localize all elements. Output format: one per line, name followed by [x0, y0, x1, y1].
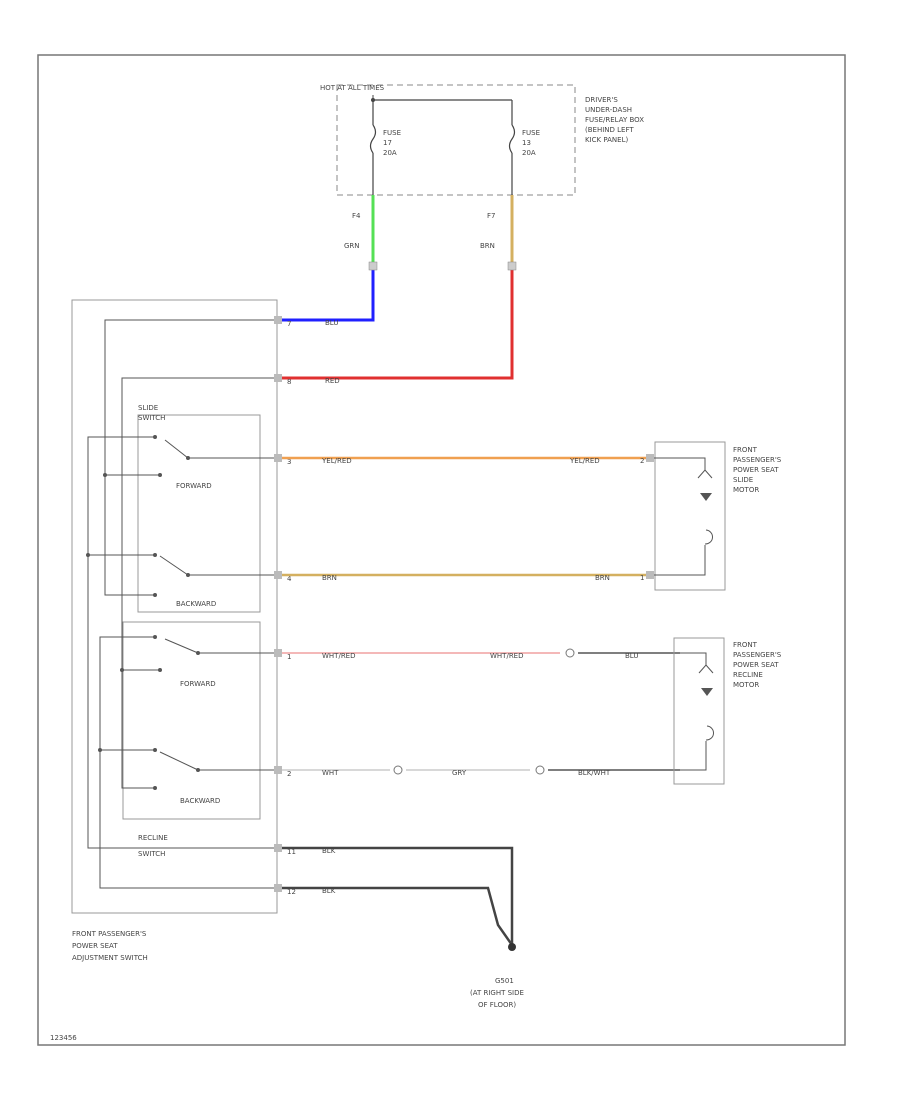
switch-pin-8 — [274, 374, 282, 382]
fuse1-line2: 17 — [383, 139, 392, 147]
fuse-17-symbol — [369, 124, 377, 154]
fuse1-line3: 20A — [383, 149, 397, 157]
fuse2-line1: FUSE — [522, 129, 540, 137]
switch-pin-4 — [274, 571, 282, 579]
wire-red-label: RED — [325, 377, 340, 385]
wire-grn-label: GRN — [344, 242, 360, 250]
slide-motor-box — [654, 441, 726, 591]
diagram-frame — [37, 54, 846, 1046]
switch-pin-7 — [274, 316, 282, 324]
adjustment-switch: FORWARD BACKWARD FORWARD BACKWARD SLIDE … — [71, 299, 296, 962]
recline-motor-label-1: FRONT — [733, 641, 758, 649]
slide-motor-label-2: PASSENGER'S — [733, 456, 782, 464]
connector-gry — [535, 765, 545, 775]
recline-switch-label-2: SWITCH — [138, 850, 165, 858]
fuse-box-desc-5: KICK PANEL) — [585, 136, 628, 144]
wire-blk-ground-2 — [282, 886, 514, 946]
recline-switch-box — [122, 621, 261, 820]
slide-motor-pin-1: 1 — [640, 574, 644, 582]
pin-label-7: 7 — [287, 320, 291, 328]
switch-label-3: ADJUSTMENT SWITCH — [72, 954, 148, 962]
slide-backward-label: BACKWARD — [176, 600, 216, 608]
pin-f4: F4 — [352, 212, 361, 220]
slide-motor-symbol-icon — [700, 493, 712, 501]
switch-pin-11 — [274, 844, 282, 852]
connector-f7 — [507, 261, 517, 271]
fuse-box-desc-3: FUSE/RELAY BOX — [585, 116, 644, 124]
fuse-box-desc-4: (BEHIND LEFT — [585, 126, 634, 134]
wire-blk-ground-1 — [282, 846, 514, 945]
fuse1-line1: FUSE — [383, 129, 401, 137]
recline-motor-label-4: RECLINE — [733, 671, 763, 679]
ground-label-1: G501 — [495, 977, 514, 985]
connector-wht-red — [565, 648, 575, 658]
wire-blkwht-label: BLK/WHT — [578, 769, 611, 777]
wire-blu-recline-label: BLU — [625, 652, 638, 660]
pin-f7: F7 — [487, 212, 495, 220]
wire-blk-label-2: BLK — [322, 887, 336, 895]
recline-backward-label: BACKWARD — [180, 797, 220, 805]
switch-outline — [71, 299, 278, 914]
pin-label-3: 3 — [287, 458, 291, 466]
wire-red — [282, 268, 514, 380]
slide-motor-label-5: MOTOR — [733, 486, 759, 494]
slide-switch-box — [137, 414, 261, 613]
wire-yelred-label-left: YEL/RED — [321, 457, 352, 465]
slide-motor-label-3: POWER SEAT — [733, 466, 779, 474]
pin-label-1: 1 — [287, 653, 291, 661]
slide-switch-label-2: SWITCH — [138, 414, 165, 422]
pin-label-4: 4 — [287, 575, 292, 583]
slide-forward-label: FORWARD — [176, 482, 212, 490]
wire-brn-label-right: BRN — [595, 574, 610, 582]
fuse-box-header: HOT AT ALL TIMES — [320, 84, 385, 92]
pin-label-8: 8 — [287, 378, 291, 386]
pin-label-11: 11 — [287, 848, 296, 856]
slide-motor-label-4: SLIDE — [733, 476, 753, 484]
fuse-box-desc-1: DRIVER'S — [585, 96, 618, 104]
wire-whtred-label-left: WHT/RED — [322, 652, 356, 660]
wire-blue — [282, 268, 375, 322]
switch-label-2: POWER SEAT — [72, 942, 118, 950]
wire-brn-label: BRN — [480, 242, 495, 250]
recline-motor-box — [673, 637, 725, 785]
recline-switch-label-1: RECLINE — [138, 834, 168, 842]
switch-pin-12 — [274, 884, 282, 892]
recline-motor-symbol-icon — [701, 688, 713, 696]
ground-point-icon — [508, 943, 516, 951]
wire-whtred-label-right: WHT/RED — [490, 652, 524, 660]
ground-label-2: (AT RIGHT SIDE — [470, 989, 524, 997]
pin-label-2: 2 — [287, 770, 291, 778]
switch-pin-2 — [274, 766, 282, 774]
fuse2-line2: 13 — [522, 139, 531, 147]
fuse-box-desc-2: UNDER-DASH — [585, 106, 632, 114]
switch-pin-3 — [274, 454, 282, 462]
pin-label-12: 12 — [287, 888, 296, 896]
wire-yelred-label-right: YEL/RED — [569, 457, 600, 465]
wire-blk-label-1: BLK — [322, 847, 336, 855]
wire-wht-label: WHT — [322, 769, 339, 777]
slide-motor-label-1: FRONT — [733, 446, 758, 454]
recline-forward-label: FORWARD — [180, 680, 216, 688]
slide-motor-pin-2: 2 — [640, 457, 644, 465]
recline-motor: FRONT PASSENGER'S POWER SEAT RECLINE MOT… — [673, 637, 782, 785]
connector-f4 — [368, 261, 378, 271]
fuse-box: HOT AT ALL TIMES FUSE 17 20A FUSE 13 20A… — [320, 84, 644, 196]
fuse-box-outline — [336, 84, 576, 196]
fuse2-line3: 20A — [522, 149, 536, 157]
slide-switch-label-1: SLIDE — [138, 404, 158, 412]
switch-pin-1 — [274, 649, 282, 657]
fuse-13-symbol — [508, 124, 516, 154]
wire-gry-label: GRY — [452, 769, 467, 777]
slide-motor: 2 1 FRONT PASSENGER'S POWER SEAT SLIDE M… — [640, 441, 782, 591]
ground-label-3: OF FLOOR) — [478, 1001, 516, 1009]
wire-blu-label: BLU — [325, 319, 338, 327]
recline-motor-label-3: POWER SEAT — [733, 661, 779, 669]
wire-brn-label-left: BRN — [322, 574, 337, 582]
footer-code: 123456 — [50, 1034, 77, 1042]
connector-wht — [393, 765, 403, 775]
recline-motor-label-2: PASSENGER'S — [733, 651, 782, 659]
recline-motor-label-5: MOTOR — [733, 681, 759, 689]
switch-label-1: FRONT PASSENGER'S — [72, 930, 147, 938]
